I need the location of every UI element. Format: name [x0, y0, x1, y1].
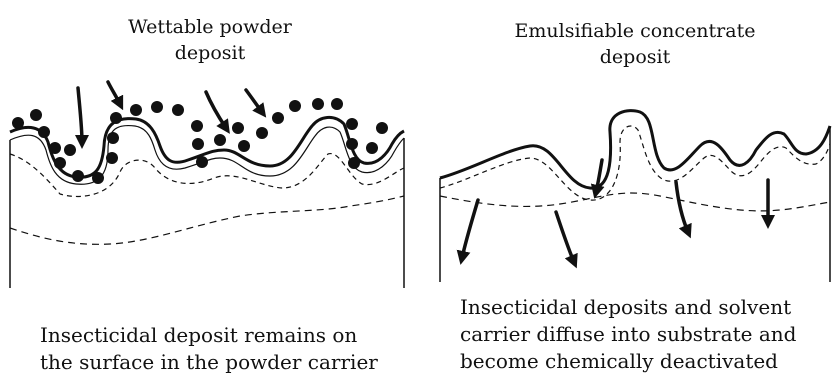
left-substrate [10, 117, 404, 288]
right-caption-line3: become chemically deactivated [460, 348, 836, 375]
powder-particles [12, 98, 388, 184]
right-caption: Insecticidal deposits and solvent carrie… [460, 294, 836, 375]
right-caption-line1: Insecticidal deposits and solvent [460, 294, 836, 321]
right-substrate [440, 111, 830, 282]
right-caption-line2: carrier diffuse into substrate and [460, 321, 836, 348]
right-arrows [462, 160, 768, 262]
left-caption: Insecticidal deposit remains on the surf… [40, 322, 400, 376]
left-caption-line2: the surface in the powder carrier [40, 349, 400, 376]
left-caption-line1: Insecticidal deposit remains on [40, 322, 400, 349]
